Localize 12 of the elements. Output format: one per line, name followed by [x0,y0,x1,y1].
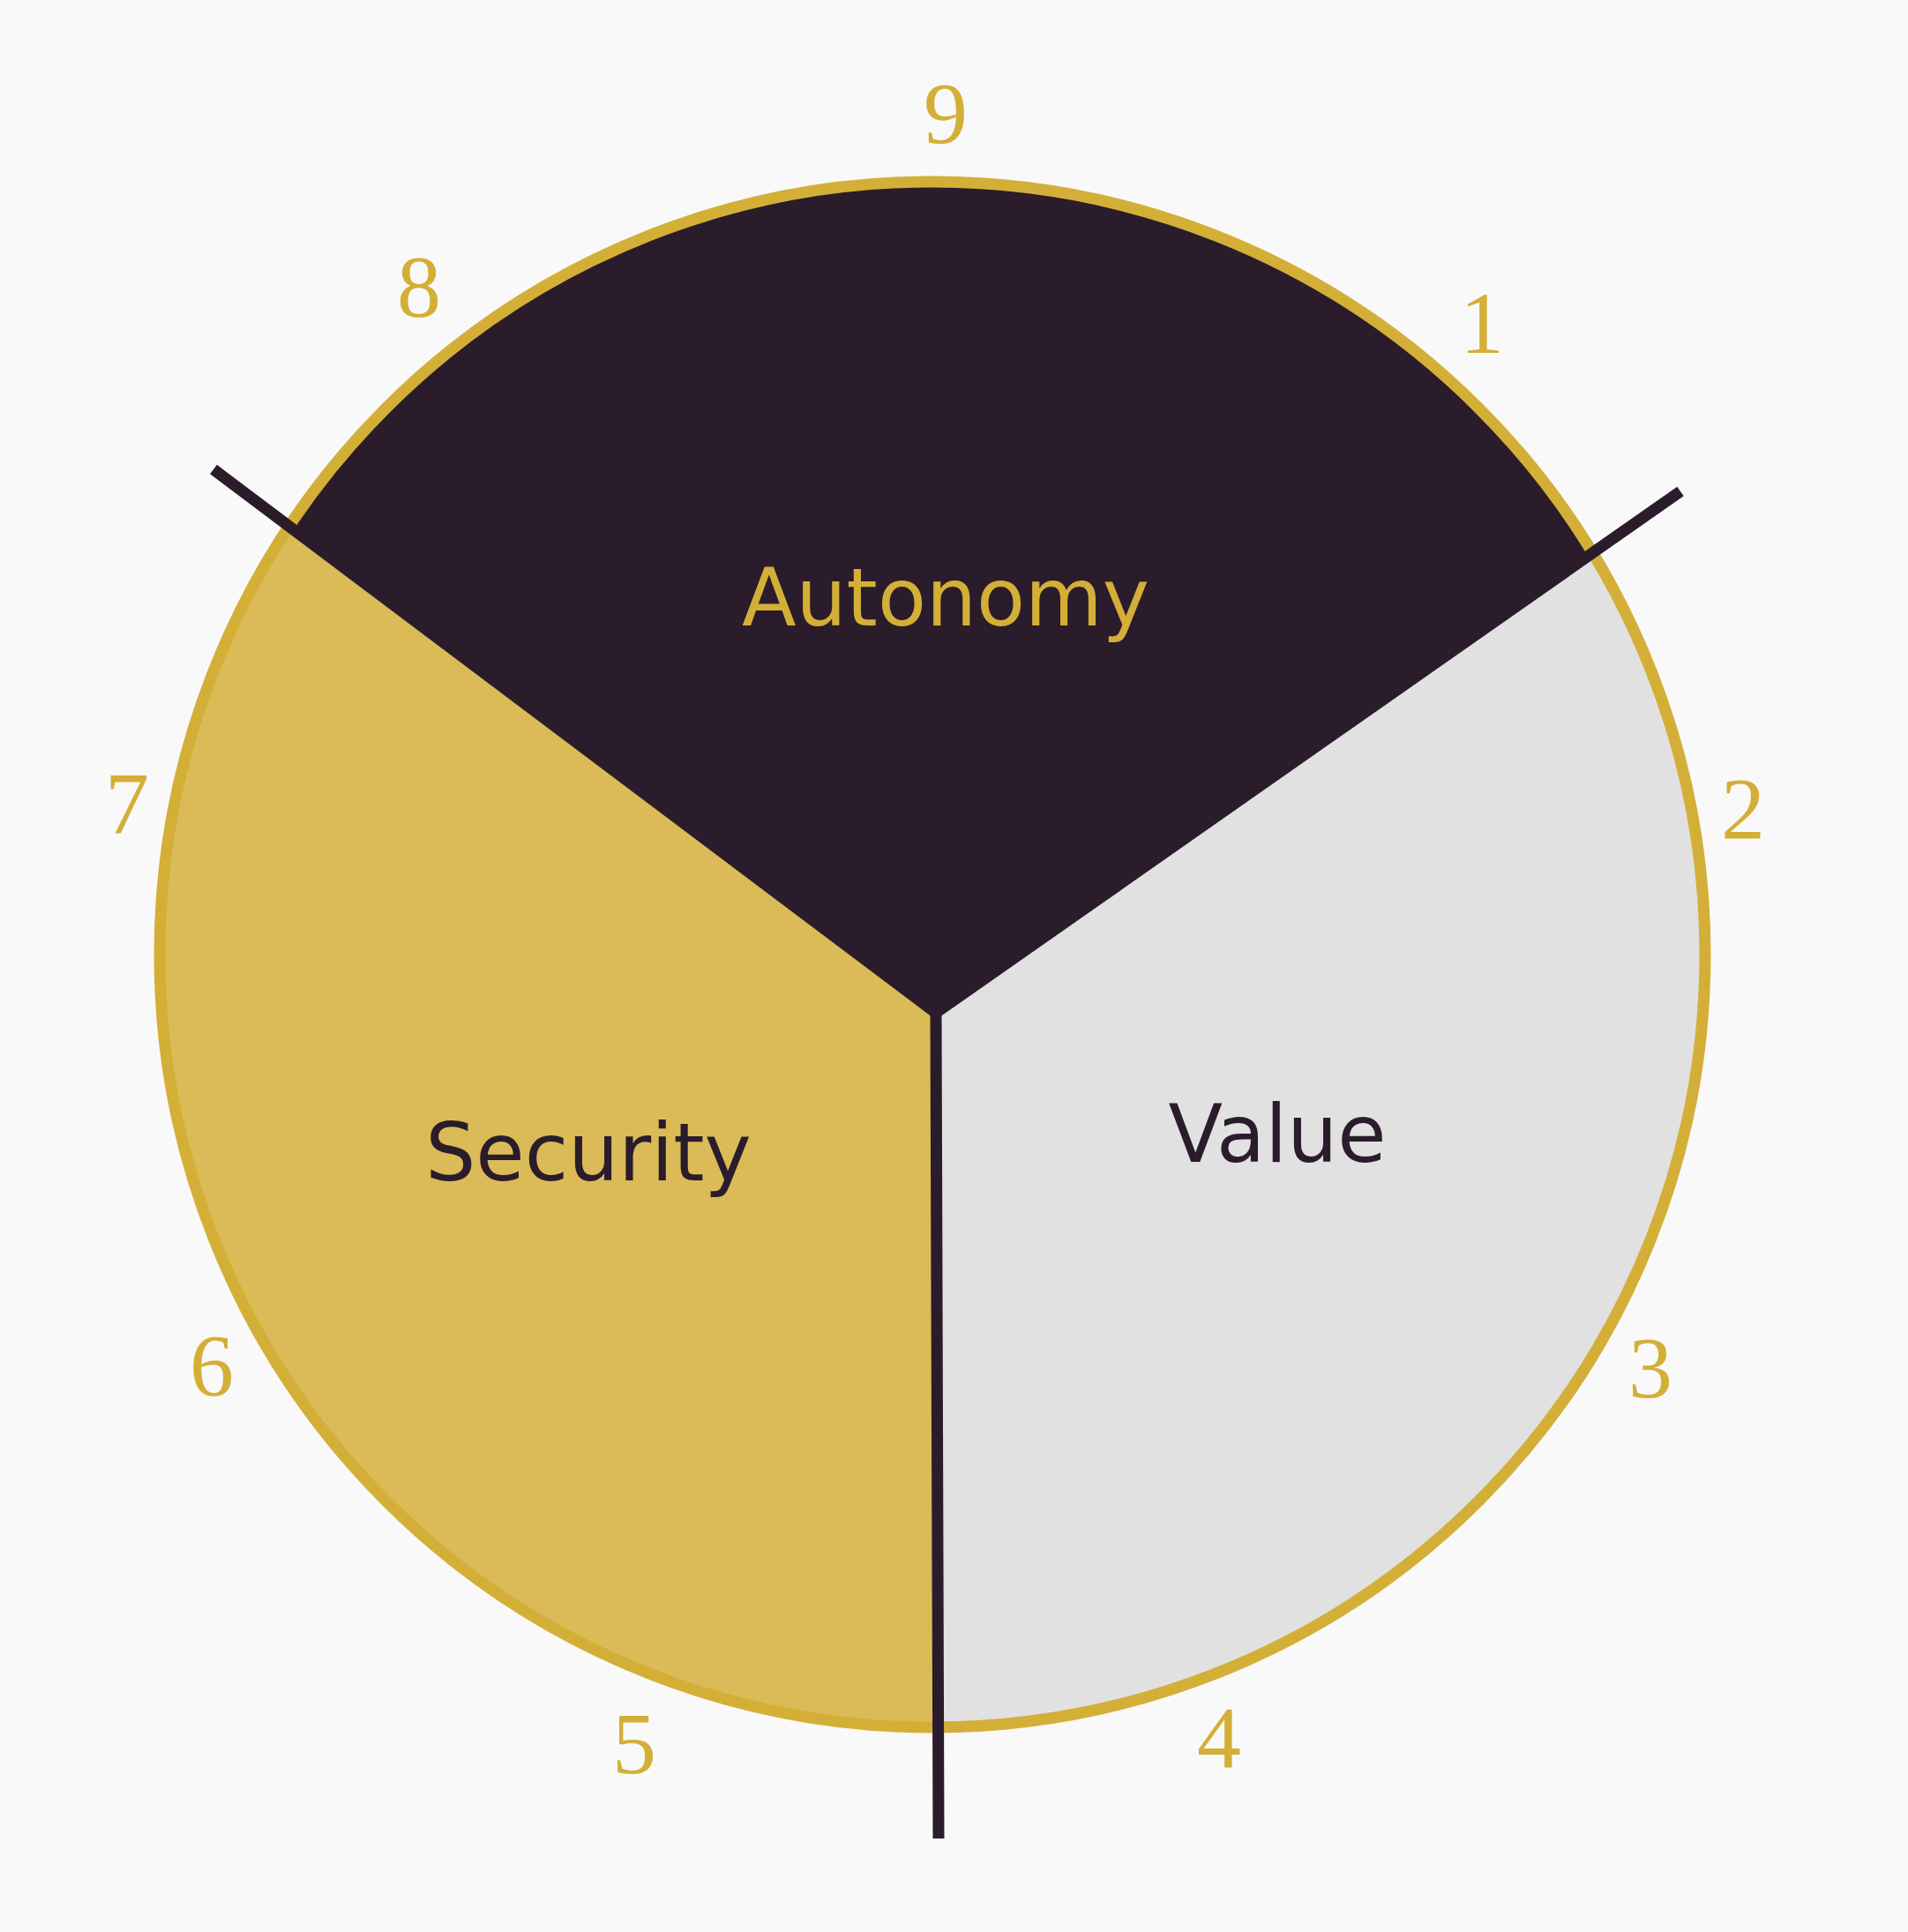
clock-number: 5 [612,1693,656,1794]
clock-number: 6 [190,1314,234,1416]
sector-label: Value [1168,1087,1387,1180]
clock-number: 3 [1628,1317,1672,1419]
sector-label: Security [425,1105,752,1199]
clock-number: 1 [1460,273,1504,374]
clock-number: 7 [105,753,149,854]
clock-number: 8 [397,236,441,337]
sector-label: Autonomy [742,550,1149,644]
clock-number: 4 [1197,1687,1241,1788]
clock-number: 2 [1721,758,1765,859]
clock-number: 9 [924,63,968,164]
